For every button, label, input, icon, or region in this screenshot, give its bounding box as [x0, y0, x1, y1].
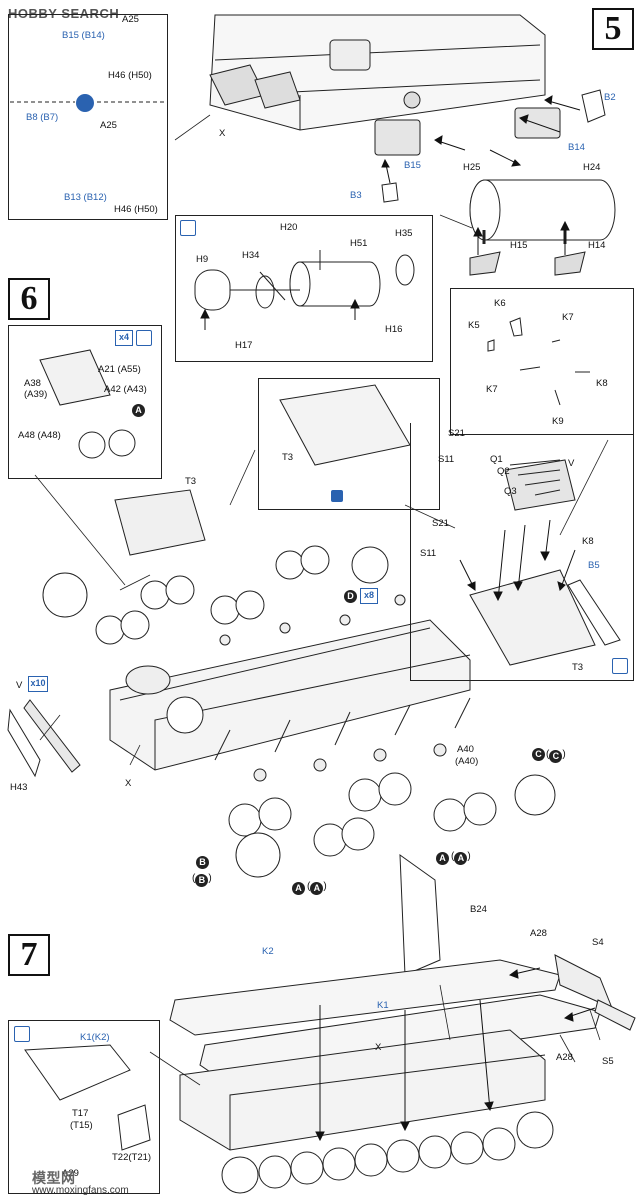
label-h46-h50-top: H46 (H50) — [108, 70, 152, 81]
label-h20: H20 — [280, 222, 298, 233]
step-number-5: 5 — [592, 8, 634, 50]
label-a42-a43: A42 (A43) — [104, 384, 147, 395]
label-b2: B2 — [604, 92, 616, 103]
paren-a-right: (A) — [451, 851, 471, 865]
label-x-step5: X — [219, 128, 226, 139]
label-s11-bottom: S11 — [420, 548, 437, 559]
label-b13-b12: B13 (B12) — [64, 192, 107, 203]
circle-a-left: A — [292, 882, 305, 895]
hobby-search-logo: HOBBY SEARCH — [8, 6, 120, 21]
label-a28-top: A28 — [530, 928, 547, 939]
label-q1: Q1 — [490, 454, 503, 465]
multiplier-x10: x10 — [28, 676, 48, 692]
label-q2: Q2 — [497, 466, 510, 477]
label-q3: Q3 — [504, 486, 517, 497]
label-a21-a55: A21 (A55) — [98, 364, 141, 375]
label-b24: B24 — [470, 904, 487, 915]
step5-inset-top — [8, 14, 168, 220]
step6-inset-tools — [450, 288, 634, 435]
label-s11-top: S11 — [438, 454, 455, 465]
label-h14: H14 — [588, 240, 606, 251]
label-t15: (T15) — [70, 1120, 93, 1131]
label-k1: K1 — [377, 1000, 389, 1011]
label-t3-rack: T3 — [572, 662, 584, 673]
circle-c: C — [532, 748, 545, 761]
label-h34: H34 — [242, 250, 260, 261]
label-h43: H43 — [10, 782, 28, 793]
label-s21-top: S21 — [448, 428, 465, 439]
label-h24: H24 — [583, 162, 601, 173]
label-a28-bottom: A28 — [556, 1052, 573, 1063]
drill-hole-icon — [331, 490, 343, 502]
footer-watermark-cn: 模型网 — [32, 1170, 76, 1186]
label-k5: K5 — [468, 320, 480, 331]
label-t3-main: T3 — [185, 476, 197, 487]
label-a40-paren: (A40) — [455, 756, 479, 767]
circle-d: D — [344, 590, 357, 603]
label-a39: (A39) — [24, 389, 48, 400]
label-k8-rack: K8 — [582, 536, 594, 547]
step6-inset-wheels — [8, 325, 162, 479]
step7-inset — [8, 1020, 160, 1194]
label-h46-h50-bottom: H46 (H50) — [114, 204, 158, 215]
label-a25-top: A25 — [122, 14, 139, 25]
circle-a-right: A — [436, 852, 449, 865]
step-number-7: 7 — [8, 934, 50, 976]
label-k1-k2: K1(K2) — [80, 1032, 110, 1043]
cement-icon-step7 — [14, 1026, 30, 1042]
label-h25: H25 — [463, 162, 481, 173]
label-s21-bottom: S21 — [432, 518, 449, 529]
label-a29: A29 — [62, 1168, 79, 1179]
paren-a-left: (A) — [307, 881, 327, 895]
label-b3: B3 — [350, 190, 362, 201]
label-x-step7: X — [375, 1042, 382, 1053]
label-b15: B15 — [404, 160, 421, 171]
label-s4: S4 — [592, 937, 604, 948]
label-k7-top: K7 — [562, 312, 574, 323]
label-t22-t21: T22(T21) — [112, 1152, 152, 1163]
label-b15-b14: B15 (B14) — [62, 30, 105, 41]
label-h9: H9 — [196, 254, 209, 265]
label-h35: H35 — [395, 228, 413, 239]
label-h17: H17 — [235, 340, 253, 351]
multiplier-x4: x4 — [115, 330, 133, 346]
label-a40: A40 — [457, 744, 474, 755]
flip-over-icon — [76, 94, 94, 112]
label-h16: H16 — [385, 324, 403, 335]
step6-inset-rack — [410, 423, 634, 681]
label-b5: B5 — [588, 560, 600, 571]
circle-b: B — [196, 856, 209, 869]
step-number-6: 6 — [8, 278, 50, 320]
label-a38: A38 — [24, 378, 41, 389]
label-k2: K2 — [262, 946, 274, 957]
footer-watermark-url: www.moxingfans.com — [32, 1185, 129, 1196]
cement-icon-muffler — [180, 220, 196, 236]
paren-b: (B) — [192, 873, 212, 887]
label-k7-bottom: K7 — [486, 384, 498, 395]
step6-inset-t3 — [258, 378, 440, 510]
label-b14: B14 — [568, 142, 585, 153]
label-t17: T17 — [72, 1108, 89, 1119]
label-k9: K9 — [552, 416, 564, 427]
label-t3-inset: T3 — [282, 452, 294, 463]
label-h51: H51 — [350, 238, 368, 249]
multiplier-x8: x8 — [360, 588, 378, 604]
label-a25-bottom: A25 — [100, 120, 117, 131]
paren-c: (C) — [546, 749, 566, 763]
label-k6: K6 — [494, 298, 506, 309]
label-b8-b7: B8 (B7) — [26, 112, 59, 123]
label-s5: S5 — [602, 1056, 614, 1067]
cement-icon-wheels — [136, 330, 152, 346]
label-h15: H15 — [510, 240, 528, 251]
circle-a-inset: A — [132, 404, 145, 417]
label-a48-a48: A48 (A48) — [18, 430, 61, 441]
label-v-rack: V — [568, 458, 575, 469]
label-k8-tools: K8 — [596, 378, 608, 389]
cement-icon-rack — [612, 658, 628, 674]
label-x-step6: X — [125, 778, 132, 789]
step5-inset-muffler — [175, 215, 433, 362]
label-v-track: V — [16, 680, 23, 691]
